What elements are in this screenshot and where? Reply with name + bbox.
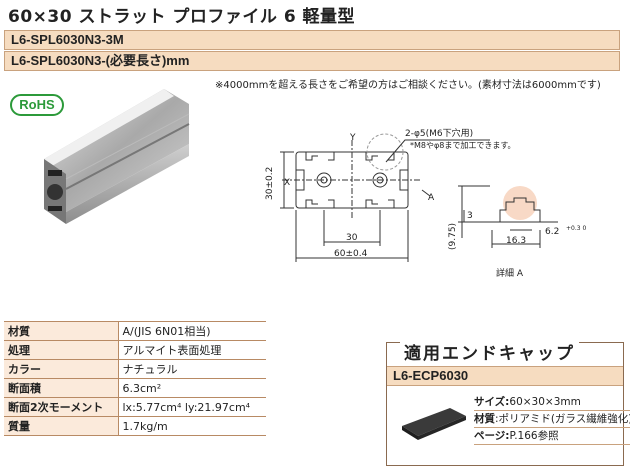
endcap-spec-value: P.166参照 [509,430,559,442]
spec-row: 断面積 6.3cm² [4,378,266,398]
endcap-title: 適用エンドキャップ [400,339,579,364]
dim-inner: 30 [346,233,358,243]
spec-row: 材質 A/(JIS 6N01相当) [4,321,266,341]
profile-photo [4,84,194,274]
spec-row: 断面2次モーメント lx:5.77cm⁴ ly:21.97cm⁴ [4,397,266,417]
cross-section-drawing: 2-φ5(M6下穴用) *M8やφ8まで加工できます。 X Y 30±0.2 3… [265,127,586,279]
endcap-spec-value: 60×30×3mm [509,396,581,408]
endcap-spec-label: 材質 [474,413,495,425]
spec-value: 1.7kg/m [118,416,266,436]
spec-label: 処理 [4,340,119,360]
spec-row: カラー ナチュラル [4,359,266,379]
detail-depth: (9.75) [448,223,458,250]
rohs-badge: RoHS [10,94,64,116]
endcap-spec-label: サイズ: [474,396,510,408]
hole-note-2: *M8やφ8まで加工できます。 [410,140,516,150]
spec-label: 断面積 [4,378,119,398]
spec-label: 質量 [4,416,119,436]
spec-value: 6.3cm² [118,378,266,398]
endcap-spec-value: :ポリアミド(ガラス繊維強化) [495,413,630,425]
spec-value: lx:5.77cm⁴ ly:21.97cm⁴ [118,397,266,417]
endcap-specs: サイズ:60×30×3mm 材質:ポリアミド(ガラス繊維強化) ページ:P.16… [474,394,630,445]
spec-row: 処理 アルマイト表面処理 [4,340,266,360]
dim-height: 30±0.2 [265,167,275,200]
section-label: A [428,193,435,203]
detail-slot: 6.2 [545,227,559,237]
endcap-spec-row: ページ:P.166参照 [474,428,630,445]
spec-table: 材質 A/(JIS 6N01相当) 処理 アルマイト表面処理 カラー ナチュラル… [4,321,266,436]
axis-y-label: Y [349,133,356,143]
length-note: ※4000mmを超える長さをご希望の方はご相談ください。(素材寸法は6000mm… [215,80,601,91]
hole-note-1: 2-φ5(M6下穴用) [405,127,473,139]
spec-value: ナチュラル [118,359,266,379]
part-number-custom: L6-SPL6030N3-(必要長さ)mm [4,51,620,71]
spec-row: 質量 1.7kg/m [4,416,266,436]
endcap-image [402,408,466,440]
endcap-spec-row: 材質:ポリアミド(ガラス繊維強化) [474,411,630,428]
axis-x-label: X [284,178,290,188]
endcap-spec-row: サイズ:60×30×3mm [474,394,630,411]
spec-value: アルマイト表面処理 [118,340,266,360]
dim-width: 60±0.4 [334,249,368,259]
detail-h: 3 [467,211,473,221]
spec-value: A/(JIS 6N01相当) [118,321,266,341]
page-title: 60×30 ストラット プロファイル 6 軽量型 [8,7,356,27]
detail-slot-tol: +0.3 0 [566,225,586,232]
endcap-part-number: L6-ECP6030 [387,366,623,386]
spec-label: 材質 [4,321,119,341]
endcap-spec-label: ページ: [474,430,510,442]
part-number-fixed: L6-SPL6030N3-3M [4,30,620,50]
spec-label: カラー [4,359,119,379]
detail-caption: 詳細 A [496,267,524,279]
spec-label: 断面2次モーメント [4,397,119,417]
detail-width: 16.3 [506,236,526,246]
